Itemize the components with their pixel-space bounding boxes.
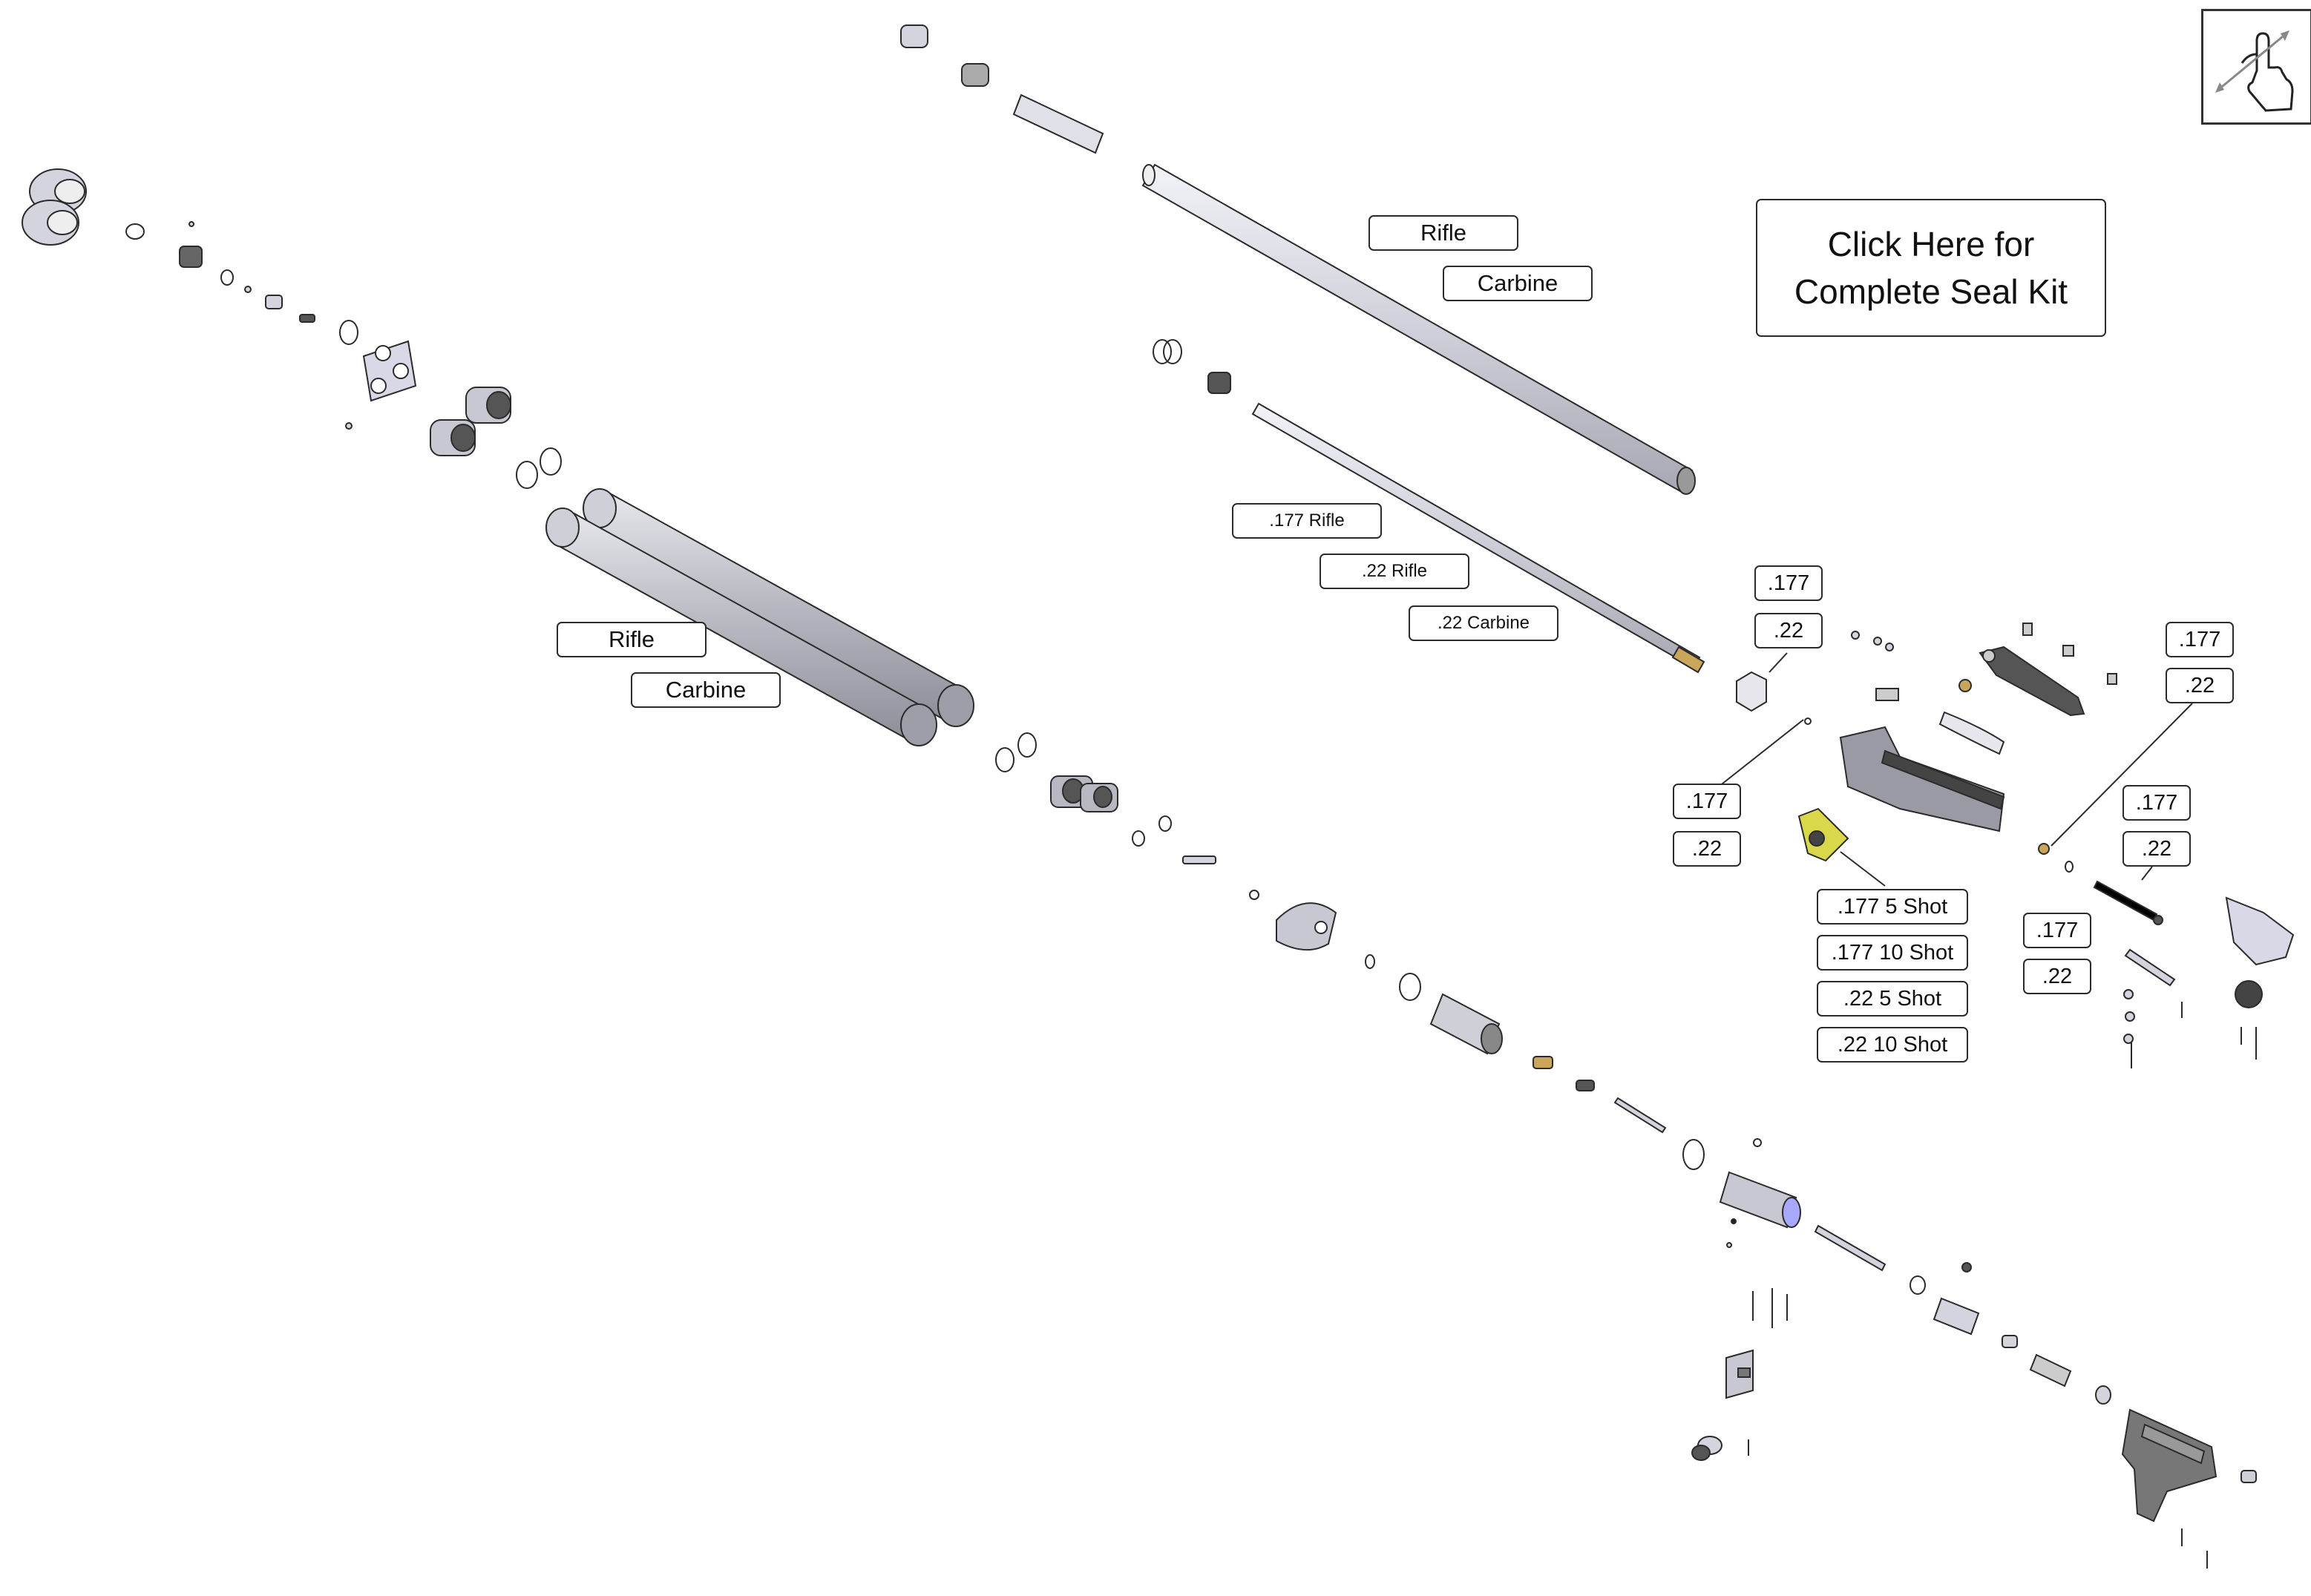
label-probe-22[interactable]: .22 [1754, 613, 1823, 648]
label-magazine-22-10-shot[interactable]: .22 10 Shot [1817, 1027, 1968, 1063]
leader-lines [1718, 652, 2193, 887]
mount-hardware [1691, 1288, 1788, 1461]
receiver-block [1736, 671, 2163, 925]
label-port-177[interactable]: .177 [2166, 622, 2234, 657]
label-bolt-22[interactable]: .22 [2122, 831, 2191, 867]
label-probe-177[interactable]: .177 [1754, 565, 1823, 601]
seal-kit-line-2: Complete Seal Kit [1794, 272, 2068, 311]
label-barrel-177-rifle[interactable]: .177 Rifle [1232, 503, 1382, 539]
label-barrel-22-rifle[interactable]: .22 Rifle [1320, 554, 1469, 589]
touch-gesture-icon [2215, 30, 2294, 112]
regulator-valve-parts [995, 732, 2111, 1405]
label-magazine-22-5-shot[interactable]: .22 5 Shot [1817, 981, 1968, 1017]
label-port-22[interactable]: .22 [2166, 668, 2234, 703]
label-seal-22[interactable]: .22 [2023, 959, 2091, 994]
end-cap-assembly [22, 168, 562, 489]
trigger-frame [2121, 1408, 2257, 1569]
label-bolt-177[interactable]: .177 [2122, 785, 2191, 821]
complete-seal-kit-button[interactable]: Click Here for Complete Seal Kit [1756, 199, 2106, 337]
label-barrel-shroud-rifle[interactable]: Rifle [1368, 215, 1518, 251]
label-oring-177[interactable]: .177 [1673, 784, 1741, 819]
label-barrel-22-carbine[interactable]: .22 Carbine [1409, 605, 1558, 641]
label-barrel-shroud-carbine[interactable]: Carbine [1443, 266, 1593, 301]
label-magazine-177-10-shot[interactable]: .177 10 Shot [1817, 935, 1968, 971]
bolt-lever-parts [1851, 623, 2295, 1068]
air-tubes [545, 488, 974, 746]
label-seal-177[interactable]: .177 [2023, 913, 2091, 948]
label-oring-22[interactable]: .22 [1673, 831, 1741, 867]
seal-kit-line-1: Click Here for [1827, 225, 2035, 263]
label-air-tube-rifle[interactable]: Rifle [557, 622, 707, 657]
top-small-parts [900, 24, 1231, 394]
barrel-shroud [1141, 163, 1696, 495]
label-air-tube-carbine[interactable]: Carbine [631, 672, 781, 708]
touch-gesture-button[interactable] [2201, 9, 2311, 125]
label-magazine-177-5-shot[interactable]: .177 5 Shot [1817, 889, 1968, 925]
barrel [1251, 402, 1705, 674]
